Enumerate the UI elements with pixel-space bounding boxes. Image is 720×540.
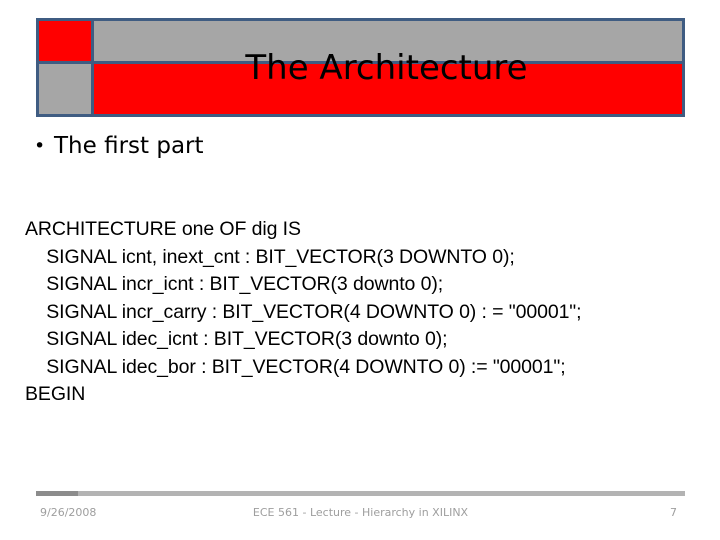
bullet-list: The first part xyxy=(26,131,686,161)
title-banner-row-top xyxy=(36,18,685,64)
code-line-4: SIGNAL incr_carry : BIT_VECTOR(4 DOWNTO … xyxy=(25,300,582,323)
banner-cell-top-right xyxy=(91,18,685,64)
page-title: The Architecture xyxy=(245,48,528,88)
code-line-7: BEGIN xyxy=(25,383,86,405)
bullet-item: The first part xyxy=(26,131,686,161)
title-banner-row-bottom xyxy=(36,61,685,117)
footer-divider-accent xyxy=(36,491,78,496)
code-line-1: ARCHITECTURE one OF dig IS xyxy=(25,218,301,240)
title-banner-table xyxy=(36,18,685,117)
code-line-2: SIGNAL icnt, inext_cnt : BIT_VECTOR(3 DO… xyxy=(25,245,515,268)
code-line-6: SIGNAL idec_bor : BIT_VECTOR(4 DOWNTO 0)… xyxy=(25,355,566,378)
banner-cell-bottom-left xyxy=(36,61,94,117)
footer: 9/26/2008 ECE 561 - Lecture - Hierarchy … xyxy=(36,506,685,526)
code-line-3: SIGNAL incr_icnt : BIT_VECTOR(3 downto 0… xyxy=(25,273,444,295)
footer-page-number: 7 xyxy=(670,506,677,519)
banner-cell-top-left xyxy=(36,18,94,64)
banner-cell-bottom-right xyxy=(91,61,685,117)
footer-title: ECE 561 - Lecture - Hierarchy in XILINX xyxy=(252,506,469,519)
footer-divider xyxy=(36,491,685,496)
code-block: ARCHITECTURE one OF dig IS SIGNAL icnt, … xyxy=(25,216,715,409)
code-line-5: SIGNAL idec_icnt : BIT_VECTOR(3 downto 0… xyxy=(25,328,448,350)
footer-date: 9/26/2008 xyxy=(40,506,97,519)
